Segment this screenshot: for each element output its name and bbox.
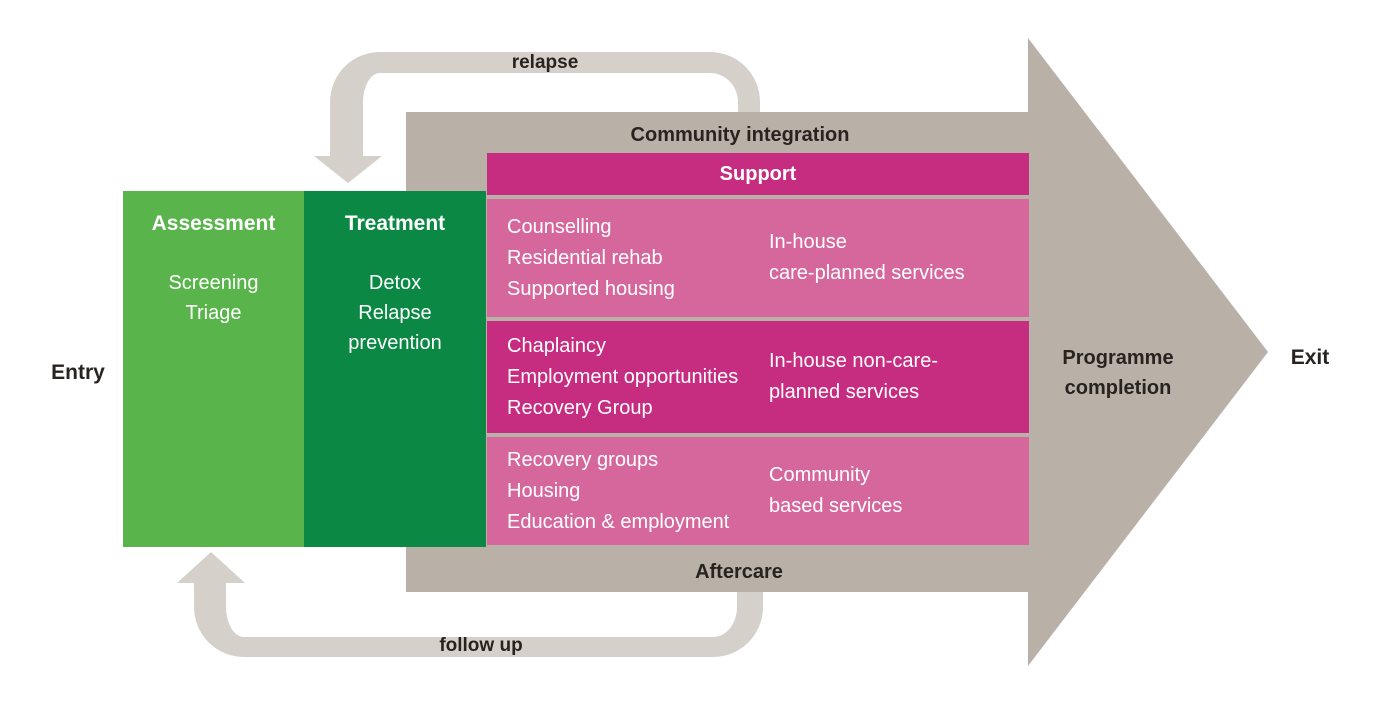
- assessment-items: Screening Triage: [123, 268, 304, 328]
- support-row-inhouse-care-planned: Counselling Residential rehab Supported …: [487, 199, 1029, 317]
- support-category-line: In-house: [769, 231, 847, 253]
- support-services-list: Chaplaincy Employment opportunities Reco…: [507, 331, 769, 424]
- support-services-list: Counselling Residential rehab Supported …: [507, 212, 769, 305]
- support-category: In-house care-planned services: [769, 227, 1029, 289]
- relapse-label: relapse: [511, 52, 579, 73]
- support-service: Supported housing: [507, 277, 675, 300]
- support-service: Education & employment: [507, 510, 730, 533]
- assessment-title: Assessment: [151, 212, 276, 235]
- support-category: Community based services: [769, 460, 1029, 522]
- support-title: Support: [719, 162, 797, 185]
- assessment-stage-box: Assessment Screening Triage: [123, 191, 304, 547]
- support-category-line: In-house non-care-: [769, 350, 938, 372]
- treatment-title: Treatment: [344, 212, 446, 235]
- treatment-items: Detox Relapse prevention: [304, 268, 486, 358]
- community-integration-label: Community integration: [630, 124, 850, 146]
- treatment-item: prevention: [348, 332, 442, 354]
- support-category-line: care-planned services: [769, 262, 965, 284]
- support-row-inhouse-non-care-planned: Chaplaincy Employment opportunities Reco…: [487, 321, 1029, 433]
- follow-up-arrowhead-icon: [177, 552, 245, 583]
- support-service: Housing: [507, 479, 581, 502]
- support-service: Chaplaincy: [507, 334, 606, 357]
- support-service: Residential rehab: [507, 246, 663, 269]
- exit-label: Exit: [1290, 346, 1330, 369]
- support-services-list: Recovery groups Housing Education & empl…: [507, 445, 769, 538]
- treatment-stage-box: Treatment Detox Relapse prevention: [304, 191, 486, 547]
- support-header: Support: [487, 153, 1029, 195]
- assessment-item: Triage: [185, 302, 242, 324]
- programme-completion-label: Programme completion: [1028, 343, 1208, 403]
- support-service: Recovery groups: [507, 448, 659, 471]
- support-service: Recovery Group: [507, 396, 653, 419]
- support-category-line: Community: [769, 464, 871, 486]
- relapse-arrowhead-icon: [314, 156, 382, 183]
- support-service: Employment opportunities: [507, 365, 739, 388]
- support-category-line: based services: [769, 495, 903, 517]
- support-category-line: planned services: [769, 381, 920, 403]
- support-row-community-based: Recovery groups Housing Education & empl…: [487, 437, 1029, 545]
- entry-label: Entry: [51, 361, 105, 384]
- treatment-item: Detox: [368, 272, 422, 294]
- support-service: Counselling: [507, 215, 612, 238]
- support-category: In-house non-care- planned services: [769, 346, 1029, 408]
- aftercare-label: Aftercare: [695, 561, 783, 583]
- programme-completion-line2: completion: [1064, 377, 1172, 399]
- assessment-item: Screening: [168, 272, 259, 294]
- programme-completion-line1: Programme: [1062, 347, 1174, 369]
- follow-up-label: follow up: [439, 635, 523, 656]
- treatment-item: Relapse: [358, 302, 432, 324]
